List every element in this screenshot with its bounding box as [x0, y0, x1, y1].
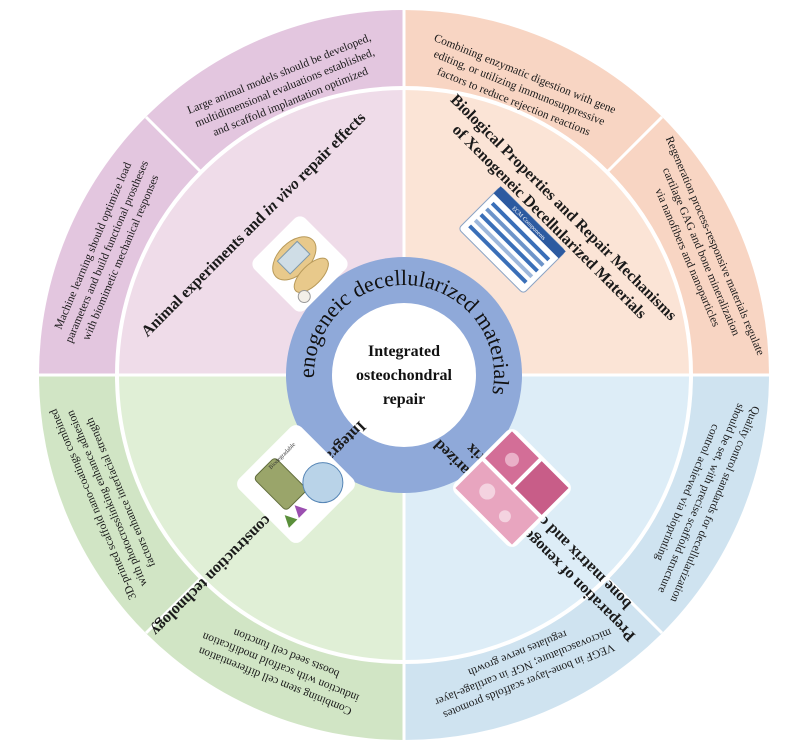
histology-micrographs: [453, 429, 571, 547]
scaffold-structure-illustration: Biodegradable: [237, 425, 355, 543]
center-line-3: repair: [383, 391, 425, 408]
center-label: Integrated osteochondral repair: [356, 343, 453, 408]
center-line-2: osteochondral: [356, 367, 453, 384]
center-core: [332, 303, 476, 447]
center-line-1: Integrated: [368, 343, 440, 360]
knee-joint-mouse-illustration: [252, 216, 348, 312]
